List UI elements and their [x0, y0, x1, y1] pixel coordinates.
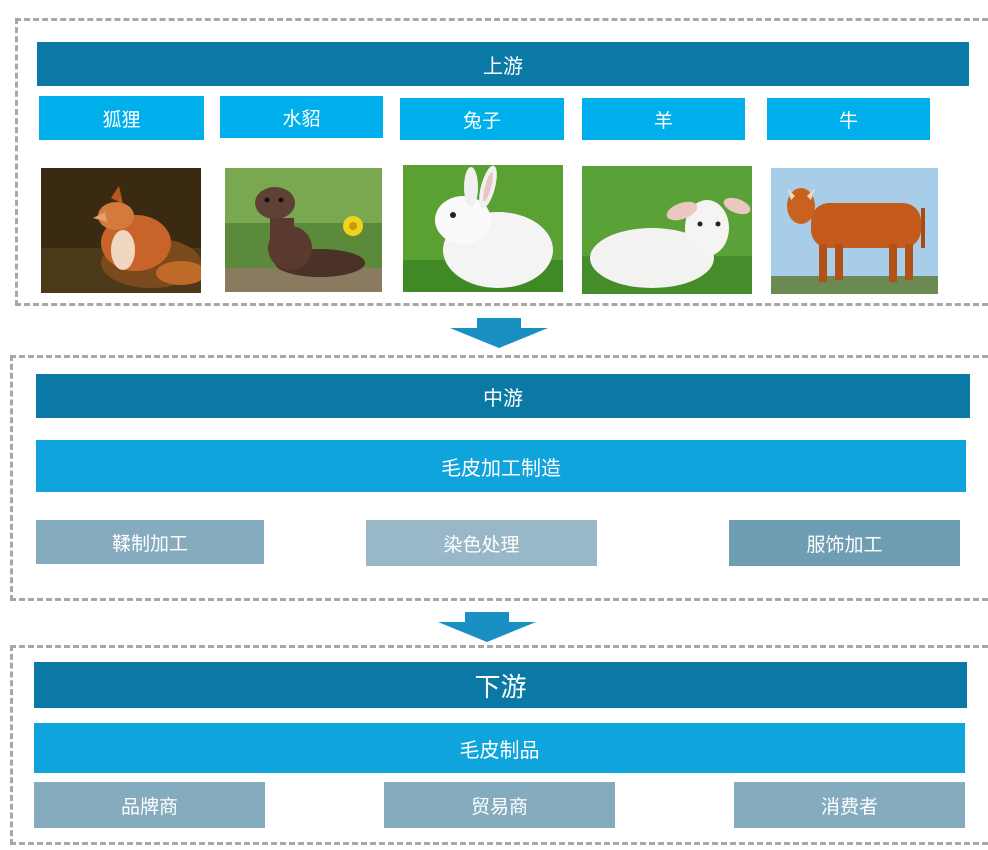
midstream-title: 中游: [36, 374, 970, 418]
channel-brand: 品牌商: [34, 782, 265, 828]
animal-label-rabbit: 兔子: [400, 98, 564, 140]
animal-label-fox: 狐狸: [39, 96, 204, 140]
animal-label-sheep: 羊: [582, 98, 745, 140]
mink-photo: [225, 168, 382, 292]
fox-photo: [41, 168, 201, 293]
down-arrow-icon: [450, 318, 548, 348]
step-garment: 服饰加工: [729, 520, 960, 566]
step-dyeing: 染色处理: [366, 520, 597, 566]
rabbit-photo: [403, 165, 563, 292]
downstream-title: 下游: [34, 662, 967, 708]
cow-photo: [771, 168, 938, 294]
channel-consumer: 消费者: [734, 782, 965, 828]
animal-label-cow: 牛: [767, 98, 930, 140]
animal-label-mink: 水貂: [220, 96, 383, 138]
sheep-photo: [582, 166, 752, 294]
upstream-section: [15, 18, 988, 306]
step-tanning: 鞣制加工: [36, 520, 264, 564]
midstream-process: 毛皮加工制造: [36, 440, 966, 492]
downstream-product: 毛皮制品: [34, 723, 965, 773]
channel-trader: 贸易商: [384, 782, 615, 828]
midstream-section: [10, 355, 988, 601]
down-arrow-icon: [438, 612, 536, 642]
downstream-section: [10, 645, 988, 845]
upstream-title: 上游: [37, 42, 969, 86]
